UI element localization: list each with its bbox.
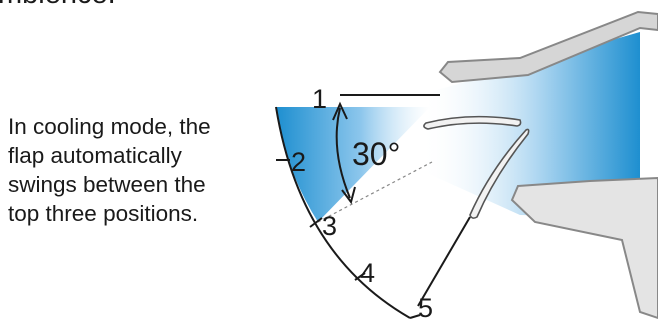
unit-bottom-housing xyxy=(510,176,658,320)
arc-end-tail xyxy=(409,314,421,319)
cooling-swing-sector xyxy=(276,107,430,222)
position-label-4: 4 xyxy=(360,258,375,288)
position-label-1: 1 xyxy=(312,84,327,114)
tick-4 xyxy=(354,272,366,281)
caption-line: flap automatically xyxy=(8,143,182,168)
angle-arrow-head-top xyxy=(332,101,348,121)
caption: In cooling mode, the flap automatically … xyxy=(8,112,263,228)
angle-arrow-head-bottom xyxy=(341,186,356,205)
airflow-stream xyxy=(420,32,640,218)
unit-top-housing xyxy=(438,10,658,84)
caption-line: swings between the xyxy=(8,172,206,197)
caption-line: top three positions. xyxy=(8,201,199,226)
flap-blade xyxy=(469,128,530,219)
flap-arc xyxy=(275,106,411,319)
position-label-3: 3 xyxy=(322,211,337,241)
heading-fragment: mbience. xyxy=(0,0,116,11)
position-label-5: 5 xyxy=(418,293,433,323)
louver-vane xyxy=(423,115,522,130)
position-label-2: 2 xyxy=(291,147,306,177)
caption-line: In cooling mode, the xyxy=(8,114,211,139)
flap-arm xyxy=(417,216,471,307)
angle-label: 30° xyxy=(352,136,400,172)
tick-3 xyxy=(309,217,323,228)
angle-arrow xyxy=(335,107,351,199)
